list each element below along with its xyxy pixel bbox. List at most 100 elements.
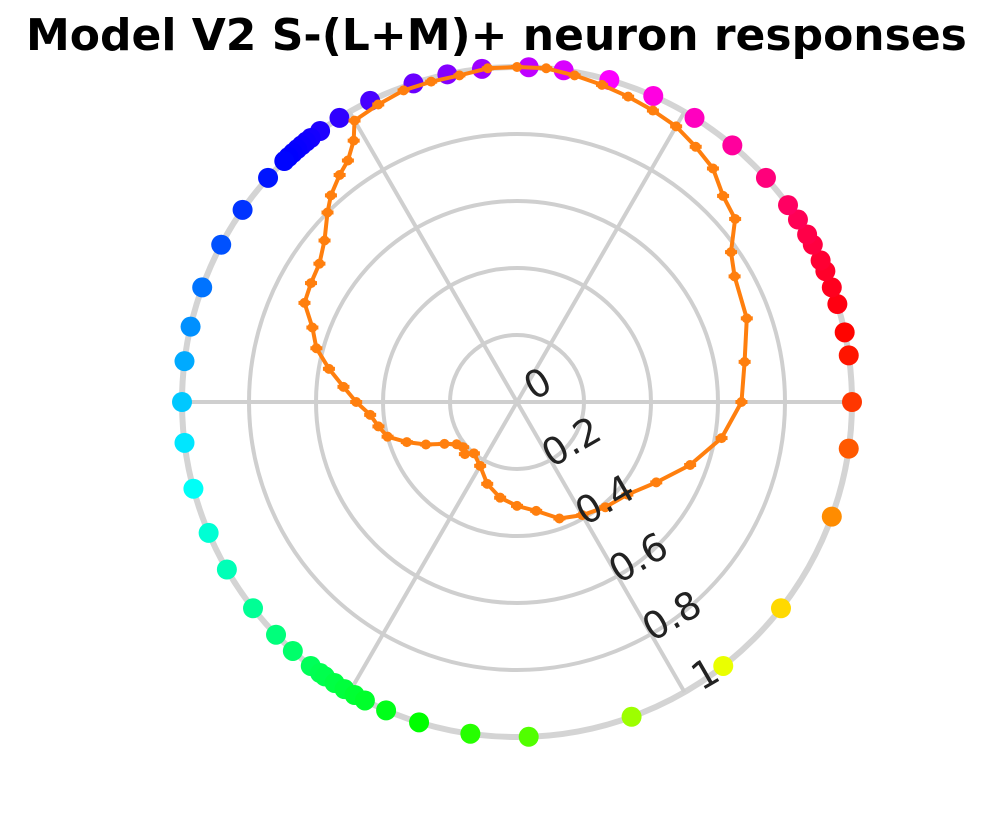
stimulus-dot xyxy=(787,209,808,230)
stimulus-dot xyxy=(172,392,192,412)
response-point xyxy=(531,505,542,516)
stimulus-dots xyxy=(172,57,862,747)
response-point xyxy=(373,99,384,110)
response-point xyxy=(495,492,506,503)
stimulus-dot xyxy=(274,151,295,172)
response-point xyxy=(577,510,588,521)
response-point xyxy=(426,76,437,87)
response-point xyxy=(726,247,737,258)
stimulus-dot xyxy=(174,351,195,372)
stimulus-dot xyxy=(174,432,195,453)
stimulus-dot xyxy=(282,640,303,661)
stimulus-dot xyxy=(211,234,232,255)
stimulus-dot xyxy=(192,277,213,298)
response-point xyxy=(382,431,393,442)
radial-tick-label: 0.8 xyxy=(635,582,709,650)
response-point xyxy=(475,460,486,471)
stimulus-dot xyxy=(834,322,855,343)
stimulus-dot xyxy=(778,195,799,216)
response-point xyxy=(454,70,465,81)
response-point xyxy=(736,397,747,407)
response-point xyxy=(741,313,752,324)
response-point xyxy=(459,449,470,460)
stimulus-dot xyxy=(329,107,350,128)
stimulus-dot xyxy=(376,700,397,721)
response-point xyxy=(739,356,750,367)
response-point xyxy=(651,477,662,488)
stimulus-dot xyxy=(198,522,219,543)
stimulus-dot xyxy=(810,250,831,271)
chart-title: Model V2 S-(L+M)+ neuron responses xyxy=(26,10,967,61)
stimulus-dot xyxy=(258,167,279,188)
response-point xyxy=(401,437,412,448)
stimulus-dot xyxy=(722,135,743,156)
stimulus-dot xyxy=(518,726,539,747)
response-point xyxy=(622,489,633,500)
response-point xyxy=(314,258,325,269)
stimulus-dot xyxy=(409,712,430,733)
response-point xyxy=(365,409,376,420)
stimulus-dot xyxy=(243,598,264,619)
response-point xyxy=(600,502,611,513)
response-point xyxy=(420,439,431,450)
response-point xyxy=(319,235,330,246)
response-point xyxy=(338,381,349,392)
response-point xyxy=(647,105,658,116)
response-point xyxy=(554,513,565,524)
response-point xyxy=(730,213,741,224)
response-point xyxy=(348,135,359,146)
response-point xyxy=(707,163,718,174)
stimulus-dot xyxy=(838,345,859,366)
stimulus-dot xyxy=(684,107,705,128)
response-point xyxy=(349,115,360,126)
response-point xyxy=(325,190,336,201)
response-point xyxy=(512,500,522,511)
response-point xyxy=(671,121,682,132)
response-point xyxy=(569,70,580,81)
stimulus-dot xyxy=(827,294,848,315)
stimulus-dot xyxy=(621,706,642,727)
response-point xyxy=(342,155,353,166)
stimulus-dot xyxy=(180,316,201,337)
grid-spoke xyxy=(347,110,519,404)
stimulus-dot xyxy=(755,167,776,188)
stimulus-dot xyxy=(183,478,204,499)
response-point xyxy=(307,322,318,333)
stimulus-dot xyxy=(643,85,664,106)
response-point xyxy=(311,343,322,354)
stimulus-dot xyxy=(354,690,375,711)
stimulus-dot xyxy=(838,438,859,459)
response-curve xyxy=(298,62,753,524)
stimulus-dot xyxy=(266,624,287,645)
response-point xyxy=(718,190,729,201)
stimulus-dot xyxy=(842,392,862,412)
response-point xyxy=(716,433,727,444)
response-point xyxy=(541,63,552,74)
stimulus-dot xyxy=(460,723,481,744)
stimulus-dot xyxy=(821,506,842,527)
response-point xyxy=(299,297,310,308)
response-point xyxy=(323,363,334,374)
response-point xyxy=(482,478,493,489)
stimulus-dot xyxy=(797,224,818,245)
grid-spoke xyxy=(515,401,687,694)
response-point xyxy=(690,141,701,152)
response-point xyxy=(482,63,493,74)
response-point xyxy=(468,448,479,459)
response-point xyxy=(373,421,384,432)
radial-tick-label: 0.2 xyxy=(534,408,608,476)
grid-spoke xyxy=(515,110,687,404)
response-point xyxy=(623,91,634,102)
response-point xyxy=(439,438,450,449)
response-point xyxy=(685,460,696,471)
stimulus-dot xyxy=(770,598,791,619)
response-point xyxy=(334,169,345,180)
radial-tick-label: 0.6 xyxy=(601,524,675,592)
response-point xyxy=(322,207,333,218)
response-point xyxy=(351,397,362,407)
response-point xyxy=(512,62,522,72)
response-point xyxy=(306,278,317,289)
stimulus-dot xyxy=(232,199,253,220)
response-point xyxy=(398,85,409,96)
